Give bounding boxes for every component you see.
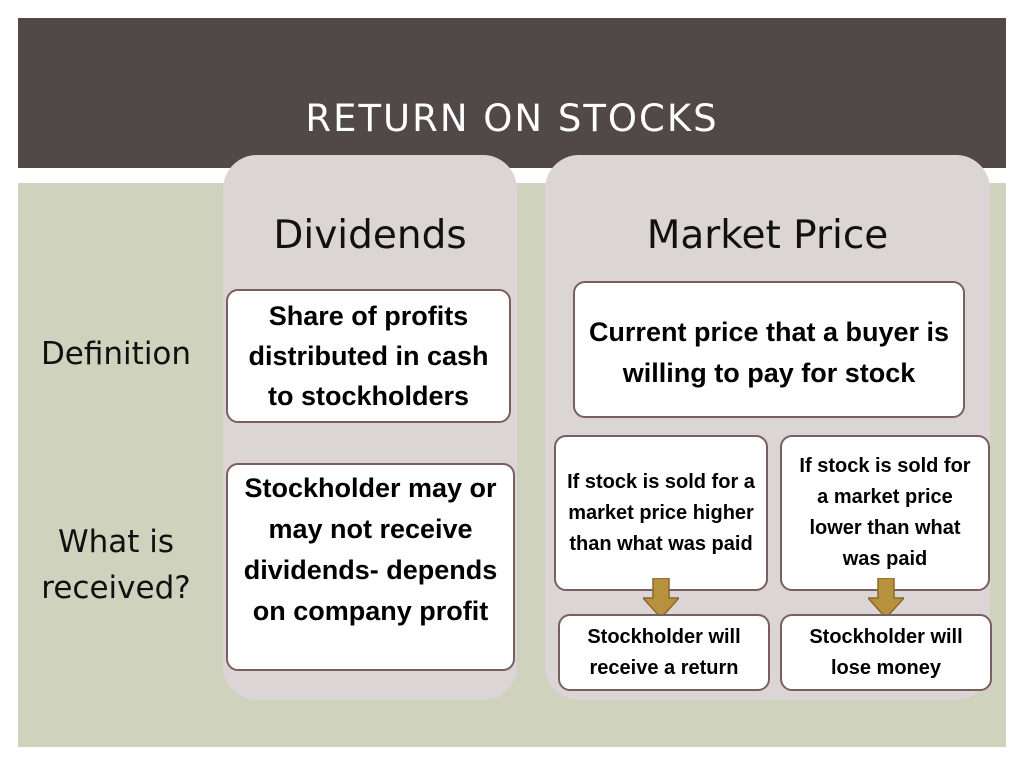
- dividends-definition-box: Share of profits distributed in cash to …: [226, 289, 511, 423]
- higher-price-result-text: Stockholder will receive a return: [587, 625, 741, 679]
- market-price-header: Market Price: [646, 213, 889, 258]
- dividends-received-text: Stockholder may or may not receive divid…: [243, 473, 498, 626]
- higher-price-condition-text: If stock is sold for a market price high…: [567, 470, 755, 555]
- dividends-header: Dividends: [273, 213, 467, 258]
- arrow-down-icon: [643, 578, 679, 618]
- arrow-down-icon: [868, 578, 904, 618]
- lower-price-result-text: Stockholder will lose money: [809, 625, 963, 679]
- row-label-received: What is received?: [22, 519, 210, 611]
- row-label-received-line2: received?: [41, 570, 191, 606]
- row-label-definition-text: Definition: [40, 336, 192, 372]
- slide-title: RETURN ON STOCKS: [305, 97, 719, 140]
- dividends-received-box: Stockholder may or may not receive divid…: [226, 463, 515, 671]
- market-price-column: Market Price: [545, 155, 990, 700]
- title-bar: RETURN ON STOCKS: [18, 18, 1006, 168]
- lower-price-result-box: Stockholder will lose money: [780, 614, 992, 691]
- higher-price-condition-box: If stock is sold for a market price high…: [554, 435, 768, 591]
- lower-price-condition-box: If stock is sold for a market price lowe…: [780, 435, 990, 591]
- lower-price-condition-text: If stock is sold for a market price lowe…: [799, 455, 971, 570]
- dividends-definition-text: Share of profits distributed in cash to …: [248, 301, 489, 411]
- higher-price-result-box: Stockholder will receive a return: [558, 614, 770, 691]
- row-label-definition: Definition: [22, 331, 210, 377]
- row-label-received-line1: What is: [57, 524, 175, 560]
- market-price-definition-box: Current price that a buyer is willing to…: [573, 281, 965, 418]
- market-price-definition-text: Current price that a buyer is willing to…: [588, 317, 950, 388]
